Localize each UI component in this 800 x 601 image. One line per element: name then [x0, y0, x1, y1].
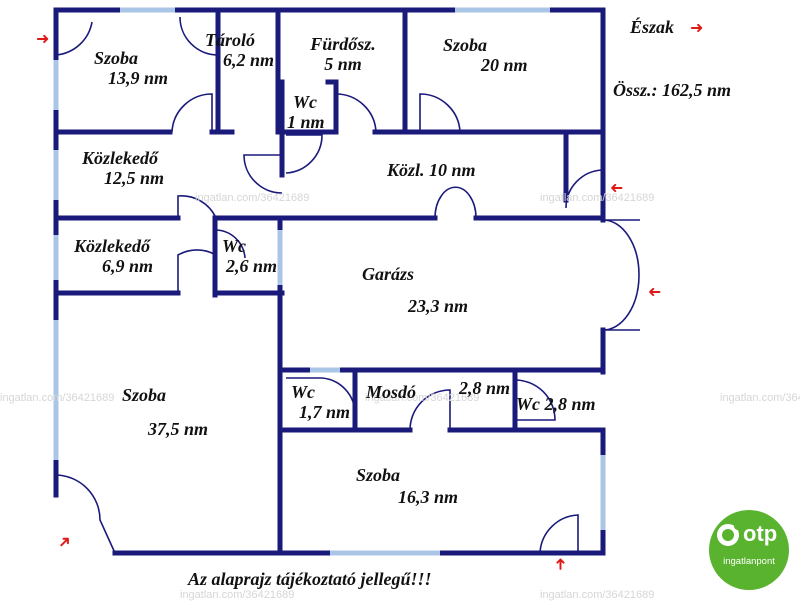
outer-wall	[53, 7, 606, 223]
door	[539, 514, 579, 554]
room-area: 13,9 nm	[108, 68, 169, 88]
room-name: Szoba	[122, 385, 167, 405]
room-label-wc-2: Wc 2,6 nm	[222, 236, 277, 276]
otp-logo: otp ingatlanpont	[709, 510, 789, 590]
room-name: Wc	[293, 92, 317, 112]
entry-arrow-icon: ➜	[550, 557, 570, 571]
room-name: Tároló	[205, 30, 256, 50]
outer-wall	[112, 327, 606, 556]
door	[171, 93, 213, 133]
door	[177, 195, 217, 219]
watermark: ingatlan.com/36421689	[540, 589, 655, 601]
north-label: Észak	[630, 17, 675, 37]
room-area: 37,5 nm	[148, 419, 209, 439]
room-label-szoba-3: Szoba 37,5 nm	[122, 385, 208, 439]
door	[335, 93, 377, 133]
watermark: ingatlan.com/36421689	[720, 392, 800, 404]
watermark: ingatlan.com/36421689	[365, 392, 480, 404]
door	[214, 229, 246, 259]
room-area: 2,6 nm	[226, 256, 278, 276]
entry-arrow-icon: ➜	[36, 29, 50, 48]
room-area: 6,2 nm	[223, 50, 275, 70]
door	[434, 186, 477, 219]
disclaimer: Az alaprajz tájékoztató jellegű!!!	[188, 569, 432, 589]
door	[602, 219, 640, 331]
interior-wall	[53, 79, 463, 135]
room-name: Garázs	[362, 264, 415, 284]
room-label-szoba-1: Szoba 13,9 nm	[94, 48, 168, 88]
room-label-kozlekedo-1: Közlekedő 12,5 nm	[82, 148, 164, 188]
north-arrow-icon: ➜	[690, 18, 704, 37]
room-area: 16,3 nm	[398, 487, 459, 507]
room-label-furdo: Fürdősz. 5 nm	[298, 34, 388, 74]
room-name: Közlekedő	[74, 236, 150, 256]
room-area: 12,5 nm	[104, 168, 165, 188]
room-area: 1 nm	[287, 112, 325, 132]
room-label-tarolo: Tároló 6,2 nm	[205, 30, 274, 70]
room-label-szoba-4: Szoba 16,3 nm	[356, 465, 458, 507]
room-name: Közlekedő	[82, 148, 158, 168]
door	[177, 249, 217, 293]
watermark: ingatlan.com/36421689	[180, 589, 295, 601]
entry-arrow-icon: ➜	[648, 282, 662, 301]
door	[409, 389, 451, 431]
door	[55, 474, 116, 554]
room-area: 1,7 nm	[299, 402, 351, 422]
room-label-mosdo: Mosdó	[366, 382, 417, 402]
room-label-szoba-2: Szoba 20 nm	[443, 35, 528, 75]
room-name: Fürdősz.	[310, 34, 376, 54]
room-name: Szoba	[356, 465, 401, 485]
room-area: 6,9 nm	[102, 256, 154, 276]
watermark: ingatlan.com/36421689	[540, 192, 655, 204]
room-name: Szoba	[94, 48, 139, 68]
room-label-wc-4: Wc 2,8 nm	[516, 394, 596, 414]
room-label-kozl: Közl. 10 nm	[387, 160, 476, 180]
logo-brand: otp	[743, 521, 778, 546]
watermark: ingatlan.com/36421689	[195, 192, 310, 204]
windows	[53, 7, 606, 556]
door	[55, 15, 93, 56]
room-area: 23,3 nm	[408, 296, 469, 316]
total-area: Össz.: 162,5 nm	[613, 80, 732, 100]
door	[243, 154, 283, 194]
room-label-wc-3: Wc 1,7 nm	[291, 382, 350, 422]
room-label-garazs: Garázs 23,3 nm	[362, 264, 468, 316]
door	[565, 169, 604, 209]
door	[285, 134, 323, 174]
room-name: Wc	[222, 236, 246, 256]
room-label-mosdo-area: 2,8 nm	[459, 378, 511, 398]
logo-subtitle: ingatlanpont	[723, 556, 775, 567]
entry-arrow-icon: ➜	[610, 178, 624, 197]
room-label-wc-1: Wc 1 nm	[287, 92, 325, 132]
room-area: 20 nm	[481, 55, 528, 75]
door	[179, 16, 219, 56]
door	[419, 93, 461, 133]
otp-logo-mark-icon	[717, 522, 742, 546]
doors	[55, 15, 640, 554]
room-name: Szoba	[443, 35, 488, 55]
door	[514, 379, 556, 421]
room-area: 5 nm	[324, 54, 362, 74]
room-label-kozlekedo-2: Közlekedő 6,9 nm	[74, 236, 153, 276]
watermark: ingatlan.com/36421689	[0, 392, 115, 404]
room-name: Wc	[291, 382, 315, 402]
door	[286, 377, 356, 415]
